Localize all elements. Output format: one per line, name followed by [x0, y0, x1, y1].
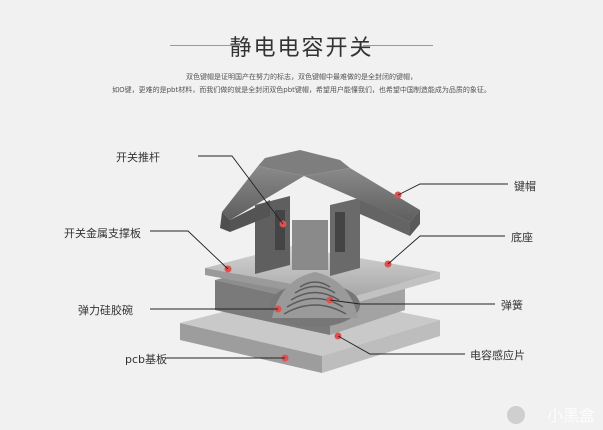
label-switch-stem: 开关推杆 — [116, 151, 160, 164]
title-rule-right — [363, 45, 433, 46]
subtitle-line-1: 双色键帽是证明国产在努力的标志，双色键帽中最难做的是全封闭的键帽， — [186, 73, 417, 81]
label-base: 底座 — [511, 231, 533, 244]
leader-lines — [150, 155, 508, 359]
label-capacitive-sensor: 电容感应片 — [470, 349, 525, 362]
rubber-dome-shape — [270, 272, 360, 327]
label-keycap: 键帽 — [514, 180, 536, 193]
title-rule-left — [170, 45, 240, 46]
stem-housing-shape — [255, 196, 360, 276]
watermark-text: 小黑盒 — [546, 406, 595, 425]
keycap-shape — [220, 150, 420, 236]
label-rubber-dome: 弹力硅胶碗 — [78, 304, 133, 317]
watermark-logo-icon — [507, 406, 525, 424]
page-title: 静电电容开关 — [229, 36, 374, 61]
label-metal-support: 开关金属支撑板 — [64, 227, 141, 240]
subtitle-line-2: 如O键，更难的是pbt材料，而我们做的就是全封闭双色pbt键帽，希望用户能懂我们… — [112, 86, 491, 94]
label-pcb-base: pcb基板 — [125, 353, 168, 366]
label-spring: 弹簧 — [501, 299, 523, 312]
